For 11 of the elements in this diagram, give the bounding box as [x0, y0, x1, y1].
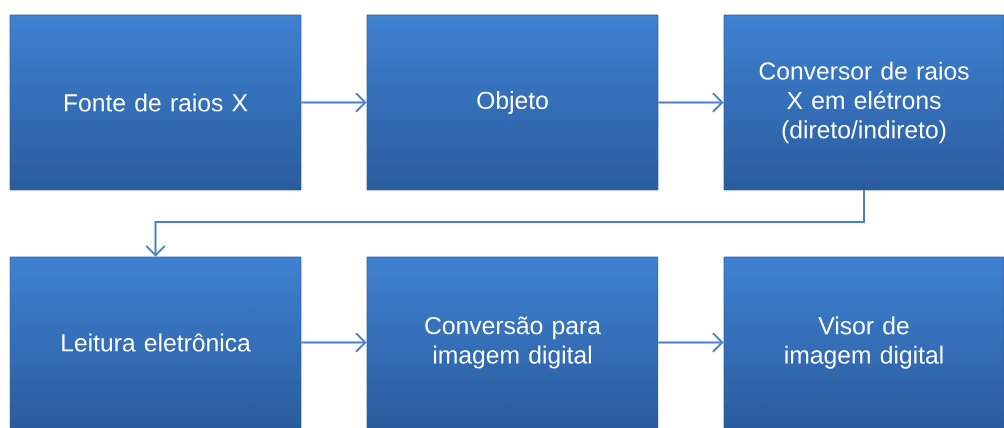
process-box: Conversão para imagem digital	[366, 256, 659, 428]
arrow	[657, 332, 724, 353]
arrow	[657, 92, 724, 113]
process-box: Fonte de raios X	[9, 14, 302, 191]
process-box: Visor de imagem digital	[723, 256, 1004, 428]
process-box: Conversor de raios X em elétrons (direto/indireto)	[723, 14, 1004, 191]
arrow	[300, 92, 367, 113]
arrow	[300, 332, 367, 353]
arrow	[145, 189, 865, 257]
process-box: Leitura eletrônica	[9, 256, 302, 428]
process-box: Objeto	[366, 14, 659, 191]
